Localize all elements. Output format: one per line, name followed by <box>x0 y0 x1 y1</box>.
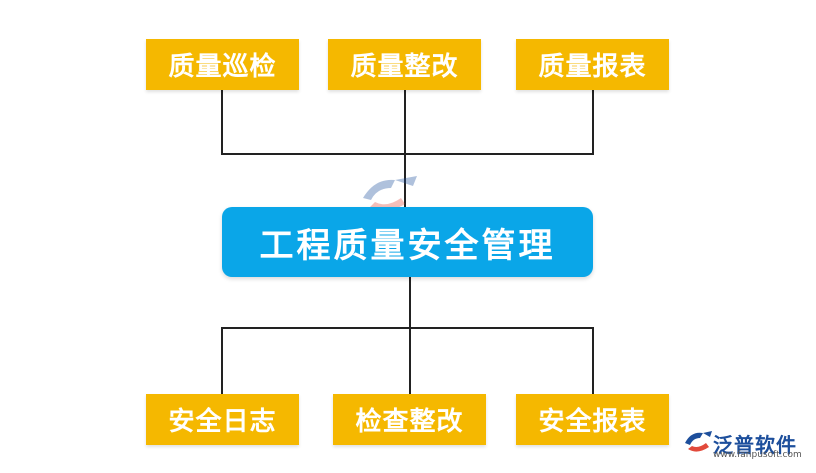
node-safety-log: 安全日志 <box>146 394 299 445</box>
node-label: 质量巡检 <box>168 52 277 82</box>
node-quality-inspection: 质量巡检 <box>146 39 299 90</box>
connector-line <box>221 153 594 155</box>
connector-line <box>221 327 223 394</box>
node-label: 质量整改 <box>350 52 459 82</box>
connector-line <box>404 153 406 207</box>
node-label: 检查整改 <box>355 407 464 437</box>
connector-line <box>404 90 406 155</box>
node-label: 安全报表 <box>538 407 647 437</box>
connector-line <box>592 90 594 155</box>
node-label: 安全日志 <box>168 407 277 437</box>
node-quality-rectification: 质量整改 <box>328 39 481 90</box>
connector-line <box>592 327 594 394</box>
brand-logo: 泛普软件 www.fanpusoft.com <box>683 420 811 466</box>
node-safety-report: 安全报表 <box>516 394 669 445</box>
connector-line <box>221 90 223 155</box>
connector-line <box>221 327 594 329</box>
brand-url: www.fanpusoft.com <box>713 450 802 460</box>
node-inspection-rectification: 检查整改 <box>333 394 486 445</box>
node-quality-report: 质量报表 <box>516 39 669 90</box>
node-project-quality-safety-management: 工程质量安全管理 <box>222 207 593 277</box>
brand-logo-icon <box>685 431 712 452</box>
node-label: 质量报表 <box>538 52 647 82</box>
connector-line <box>409 277 411 329</box>
connector-line <box>409 327 411 394</box>
center-label: 工程质量安全管理 <box>259 225 556 266</box>
brand-name: 泛普软件 <box>713 432 797 457</box>
